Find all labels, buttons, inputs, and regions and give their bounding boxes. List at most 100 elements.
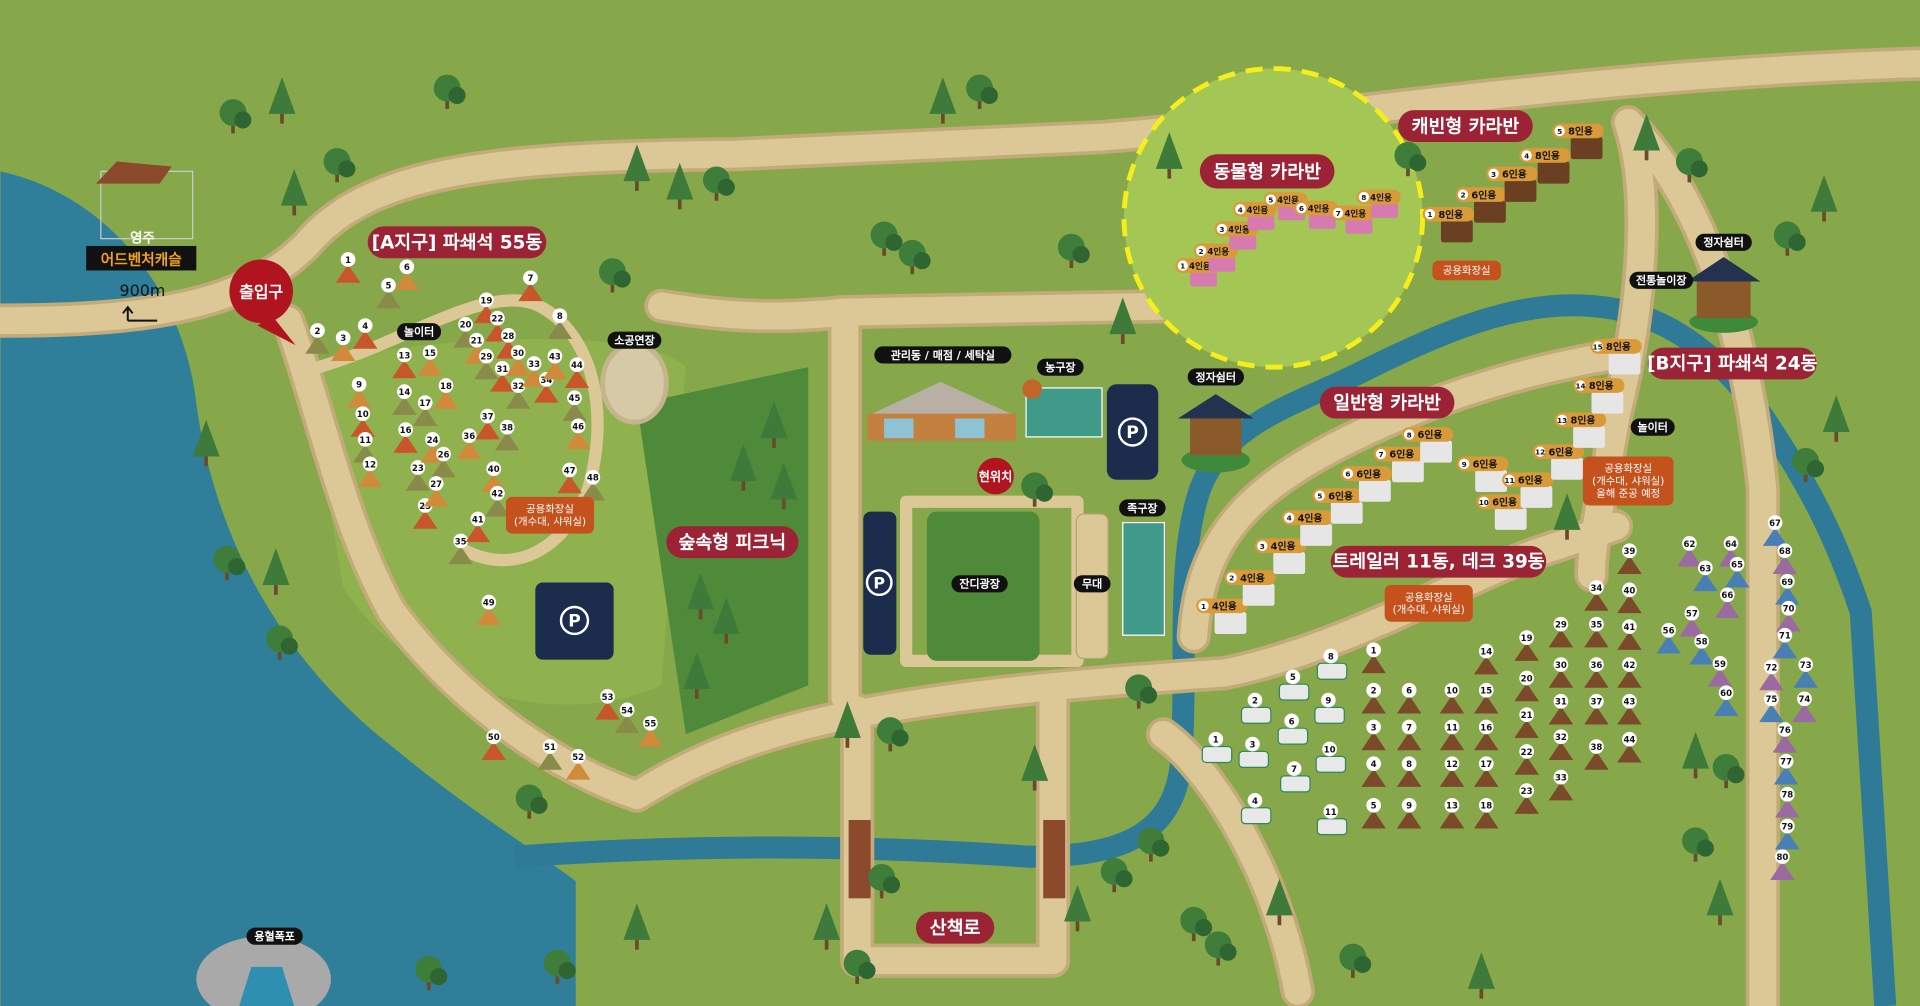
tent-site-b[interactable]: 60: [1713, 685, 1739, 716]
deck-site[interactable]: 15: [1474, 682, 1499, 714]
deck-site[interactable]: 21: [1514, 707, 1539, 738]
tent-site-a[interactable]: 3: [330, 330, 356, 362]
tent-site-a[interactable]: 51: [537, 739, 563, 770]
tent-site-a[interactable]: 27: [423, 476, 449, 507]
tent-site-a[interactable]: 26: [431, 446, 456, 478]
trailer-site[interactable]: 8: [1316, 648, 1348, 680]
deck-site[interactable]: 40: [1617, 582, 1642, 614]
deck-site[interactable]: 23: [1514, 783, 1539, 814]
trailer-site[interactable]: 10: [1315, 741, 1347, 773]
deck-site[interactable]: 18: [1474, 797, 1499, 829]
tent-site-a[interactable]: 47: [557, 462, 582, 494]
deck-site[interactable]: 41: [1617, 619, 1642, 650]
tent-site-b[interactable]: 65: [1724, 556, 1750, 588]
deck-site[interactable]: 7: [1396, 719, 1422, 751]
tent-site-a[interactable]: 7: [518, 270, 543, 302]
deck-site[interactable]: 8: [1396, 756, 1422, 787]
deck-site[interactable]: 30: [1548, 657, 1574, 688]
tent-site-a[interactable]: 41: [465, 511, 491, 543]
trailer-site[interactable]: 9: [1314, 692, 1345, 724]
trailer-site[interactable]: 4: [1240, 793, 1272, 825]
tent-site-b[interactable]: 56: [1656, 622, 1681, 654]
tent-site-b[interactable]: 76: [1772, 722, 1798, 753]
tent-site-b[interactable]: 70: [1776, 600, 1801, 632]
tent-site-a[interactable]: 32: [505, 378, 531, 409]
tent-site-a[interactable]: 14: [392, 384, 417, 415]
deck-site[interactable]: 34: [1584, 580, 1609, 611]
deck-site[interactable]: 3: [1361, 719, 1386, 751]
deck-site[interactable]: 39: [1617, 543, 1642, 574]
tent-site-a[interactable]: 35: [448, 533, 473, 565]
tent-site-b[interactable]: 66: [1715, 587, 1740, 619]
deck-site[interactable]: 2: [1361, 682, 1386, 714]
deck-site[interactable]: 29: [1548, 616, 1574, 648]
tent-site-a[interactable]: 23: [405, 460, 431, 491]
deck-site[interactable]: 12: [1439, 756, 1465, 787]
tent-site-a[interactable]: 50: [481, 729, 506, 761]
tent-site-a[interactable]: 29: [474, 348, 499, 380]
deck-site[interactable]: 4: [1361, 756, 1386, 787]
tent-site-a[interactable]: 6: [394, 259, 420, 291]
tent-site-a[interactable]: 45: [562, 390, 587, 422]
tent-site-b[interactable]: 78: [1775, 786, 1800, 818]
trailer-site[interactable]: 11: [1316, 804, 1348, 836]
deck-site[interactable]: 5: [1361, 797, 1386, 829]
tent-site-a[interactable]: 53: [595, 689, 620, 720]
tent-site-a[interactable]: 10: [350, 406, 376, 437]
trailer-site[interactable]: 2: [1240, 692, 1272, 724]
tent-site-a[interactable]: 15: [417, 345, 443, 376]
trailer-site[interactable]: 7: [1280, 761, 1311, 793]
tent-site-b[interactable]: 77: [1773, 753, 1799, 785]
tent-site-a[interactable]: 31: [490, 361, 515, 392]
deck-site[interactable]: 17: [1474, 756, 1499, 787]
tent-site-a[interactable]: 48: [580, 469, 606, 501]
trailer-site[interactable]: 6: [1277, 713, 1309, 745]
deck-site[interactable]: 37: [1584, 693, 1609, 725]
deck-site[interactable]: 43: [1617, 693, 1642, 725]
trailer-site[interactable]: 1: [1201, 731, 1233, 764]
tent-site-b[interactable]: 69: [1775, 573, 1800, 605]
deck-site[interactable]: 1: [1361, 642, 1386, 674]
deck-site[interactable]: 11: [1439, 719, 1465, 751]
trailer-site[interactable]: 3: [1238, 736, 1270, 768]
tent-site-a[interactable]: 44: [564, 357, 590, 388]
deck-site[interactable]: 19: [1514, 630, 1539, 661]
deck-site[interactable]: 6: [1396, 682, 1422, 714]
tent-site-b[interactable]: 62: [1677, 536, 1702, 567]
tent-site-a[interactable]: 52: [565, 748, 591, 780]
tent-site-a[interactable]: 37: [475, 408, 500, 440]
deck-site[interactable]: 42: [1617, 657, 1642, 688]
tent-site-a[interactable]: 38: [494, 419, 520, 451]
tent-site-a[interactable]: 46: [565, 418, 591, 450]
tent-site-a[interactable]: 4: [352, 318, 378, 349]
deck-site[interactable]: 13: [1439, 797, 1465, 829]
tent-site-b[interactable]: 63: [1693, 560, 1718, 592]
tent-site-b[interactable]: 59: [1707, 655, 1733, 687]
tent-site-b[interactable]: 68: [1772, 543, 1798, 574]
deck-site[interactable]: 9: [1396, 797, 1422, 829]
tent-site-a[interactable]: 30: [505, 345, 531, 376]
tent-site-a[interactable]: 42: [485, 485, 510, 517]
tent-site-b[interactable]: 57: [1679, 605, 1705, 637]
deck-site[interactable]: 33: [1548, 769, 1574, 801]
deck-site[interactable]: 38: [1584, 739, 1609, 770]
tent-site-a[interactable]: 16: [393, 422, 418, 453]
tent-site-b[interactable]: 71: [1772, 627, 1798, 659]
trailer-site[interactable]: 5: [1278, 669, 1310, 701]
